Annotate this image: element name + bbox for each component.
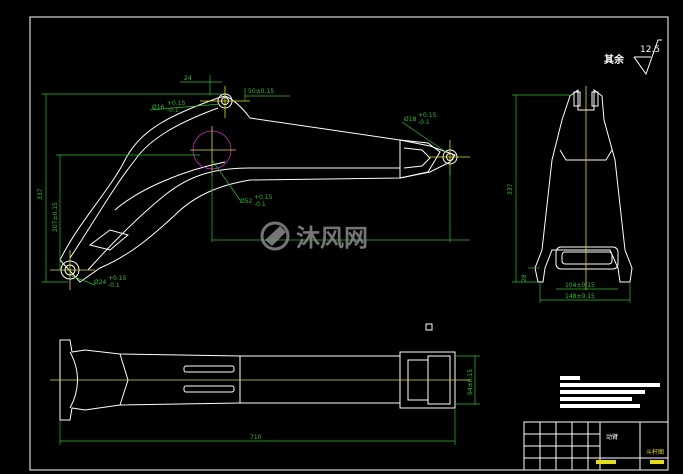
dim-hole-top-tol-lower: -0.1 bbox=[167, 107, 179, 114]
dim-hole-top: Ø16 bbox=[152, 104, 165, 111]
svg-text:-0.1: -0.1 bbox=[108, 282, 120, 289]
roughness-value: 12.5 bbox=[640, 45, 660, 55]
title-block-code: 斗杆图 bbox=[646, 448, 664, 456]
dim-height-total: 337 bbox=[37, 188, 44, 200]
marker-square bbox=[425, 323, 433, 331]
side-view-outline bbox=[534, 89, 633, 283]
main-view: 337 207±0.15 24 50±0.15 Ø16 +0.15 -0.1 Ø… bbox=[37, 75, 470, 290]
dim-hole-bottom: Ø24 bbox=[94, 279, 107, 286]
bottom-view: 710 94±0.15 bbox=[50, 339, 480, 445]
roughness-note: 其余 12.5 bbox=[604, 39, 662, 76]
svg-text:-0.1: -0.1 bbox=[254, 201, 266, 208]
dim-top-offset: 24 bbox=[184, 75, 192, 82]
side-dim-height: 337 bbox=[507, 183, 514, 195]
side-dim-foot: 28 bbox=[521, 274, 528, 282]
svg-text:-0.1: -0.1 bbox=[418, 119, 430, 126]
side-dim-inner-width: 104±0.15 bbox=[565, 282, 595, 289]
boom-outline bbox=[59, 95, 456, 283]
side-view: 337 28 104±0.15 148±0.15 bbox=[507, 86, 633, 303]
svg-text:+0.15: +0.15 bbox=[108, 275, 127, 282]
svg-text:+0.15: +0.15 bbox=[254, 194, 273, 201]
dim-top-hole: 50±0.15 bbox=[248, 88, 274, 95]
technical-notes bbox=[560, 376, 660, 408]
svg-text:+0.15: +0.15 bbox=[418, 112, 437, 119]
side-dim-outer-width: 148±0.15 bbox=[565, 293, 595, 300]
roughness-symbol-icon bbox=[633, 39, 662, 76]
dim-hole-top-tol-upper: +0.15 bbox=[167, 100, 186, 107]
drawing-border bbox=[29, 16, 669, 471]
title-block: 动臂 斗杆图 bbox=[523, 421, 669, 471]
title-block-name: 动臂 bbox=[606, 433, 618, 441]
dim-height-partial: 207±0.15 bbox=[52, 202, 59, 232]
roughness-label: 其余 bbox=[604, 53, 625, 66]
bottom-dim-right-height: 94±0.15 bbox=[467, 369, 474, 395]
watermark-text: 沐风网 bbox=[296, 224, 368, 252]
watermark-logo-icon bbox=[260, 221, 290, 251]
bottom-dim-length: 710 bbox=[250, 434, 262, 441]
dim-hole-center: Ø52 bbox=[240, 198, 253, 205]
watermark: 沐风网 bbox=[260, 221, 368, 252]
dim-hole-right: Ø18 bbox=[404, 116, 417, 123]
